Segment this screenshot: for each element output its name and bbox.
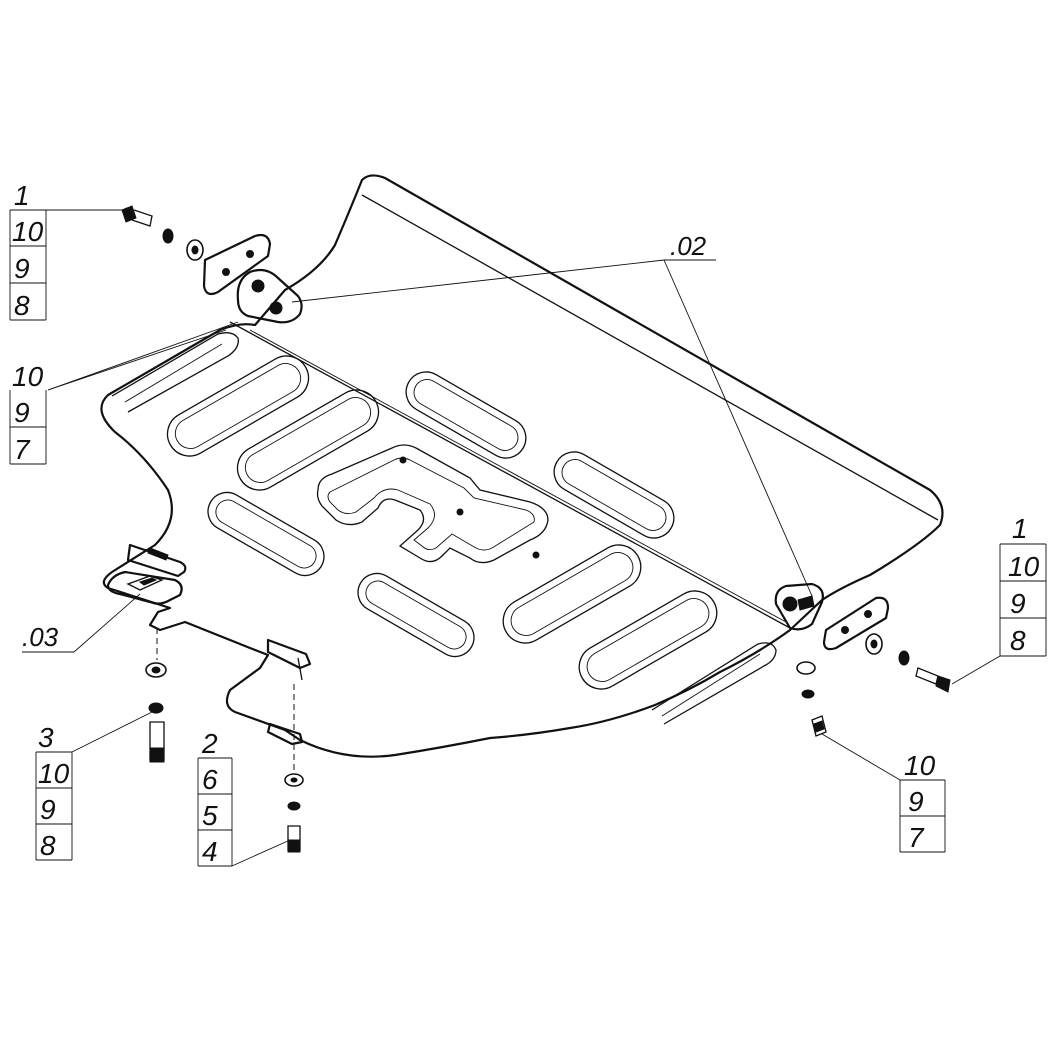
callout-label: 6 [202,764,218,795]
skid-plate-outline [100,174,944,758]
washer-plate [822,596,890,651]
skid-plate [100,174,944,758]
callout-label: 9 [1010,588,1026,619]
callout-label: 10 [1008,551,1040,582]
callout-label: 2 [201,728,218,759]
callout-label: 8 [40,830,56,861]
vent-slot [166,355,310,457]
part-ref-02: .02 [670,231,707,261]
rolled-edge-left-inner [124,343,223,403]
callout-right-bottom: 10 9 7 [899,750,946,853]
center-stamp [316,444,549,564]
callout-label: 10 [12,216,44,247]
callout-top-left: 1 10 9 8 [9,180,47,321]
callout-label: 10 [38,758,70,789]
bolt [121,205,137,223]
washer-plate [202,233,272,296]
hole [532,551,540,559]
callout-bottom-left-b: 2 6 5 4 [197,728,233,867]
callout-label: 9 [14,253,30,284]
callout-label: 8 [14,290,30,321]
bracket-left [106,543,187,605]
rolled-edge-left [111,332,239,413]
callout-label: 1 [14,180,30,211]
fastener-stack-b [284,684,304,853]
callout-label: 9 [908,786,924,817]
part-ref-03: .03 [22,622,59,652]
hole [399,456,407,464]
callout-bottom-left-a: 3 10 9 8 [35,722,73,861]
hole [456,508,464,516]
vent-slot [553,451,675,539]
callout-label: 8 [1010,625,1026,656]
callout-label: 7 [908,822,925,853]
callout-label: 7 [14,434,31,465]
callout-label: 1 [1012,513,1028,544]
rolled-edge-right-inner [661,653,761,717]
mount-right [774,582,951,737]
bolt-head [251,279,265,293]
rolled-edge-right [651,642,777,725]
vent-slot [578,590,718,690]
bolt-head [782,596,798,612]
vent-slot [207,491,325,577]
skid-plate-bend-rear-2 [249,329,787,623]
vent-slot [405,371,527,459]
callout-label: 9 [14,397,30,428]
callout-label: 5 [202,800,218,831]
callout-left-mid: 10 9 7 [9,361,47,465]
vent-slot [236,389,380,491]
callout-label: 3 [38,722,54,753]
fastener-stack-a [145,628,167,763]
callout-label: 10 [12,361,44,392]
callout-label: 4 [202,836,218,867]
vent-slot [502,544,642,644]
center-stamp-inner [327,457,535,551]
skid-plate-bend-rear [229,321,791,629]
skid-plate-bend-front [361,194,939,521]
mount-top-left [121,205,303,324]
callout-label: 9 [40,794,56,825]
callout-right: 1 10 9 8 [999,513,1047,657]
callout-label: 10 [904,750,936,781]
vent-slot [357,572,475,658]
leader-lines [10,209,1001,867]
bracket-middle [266,638,312,746]
